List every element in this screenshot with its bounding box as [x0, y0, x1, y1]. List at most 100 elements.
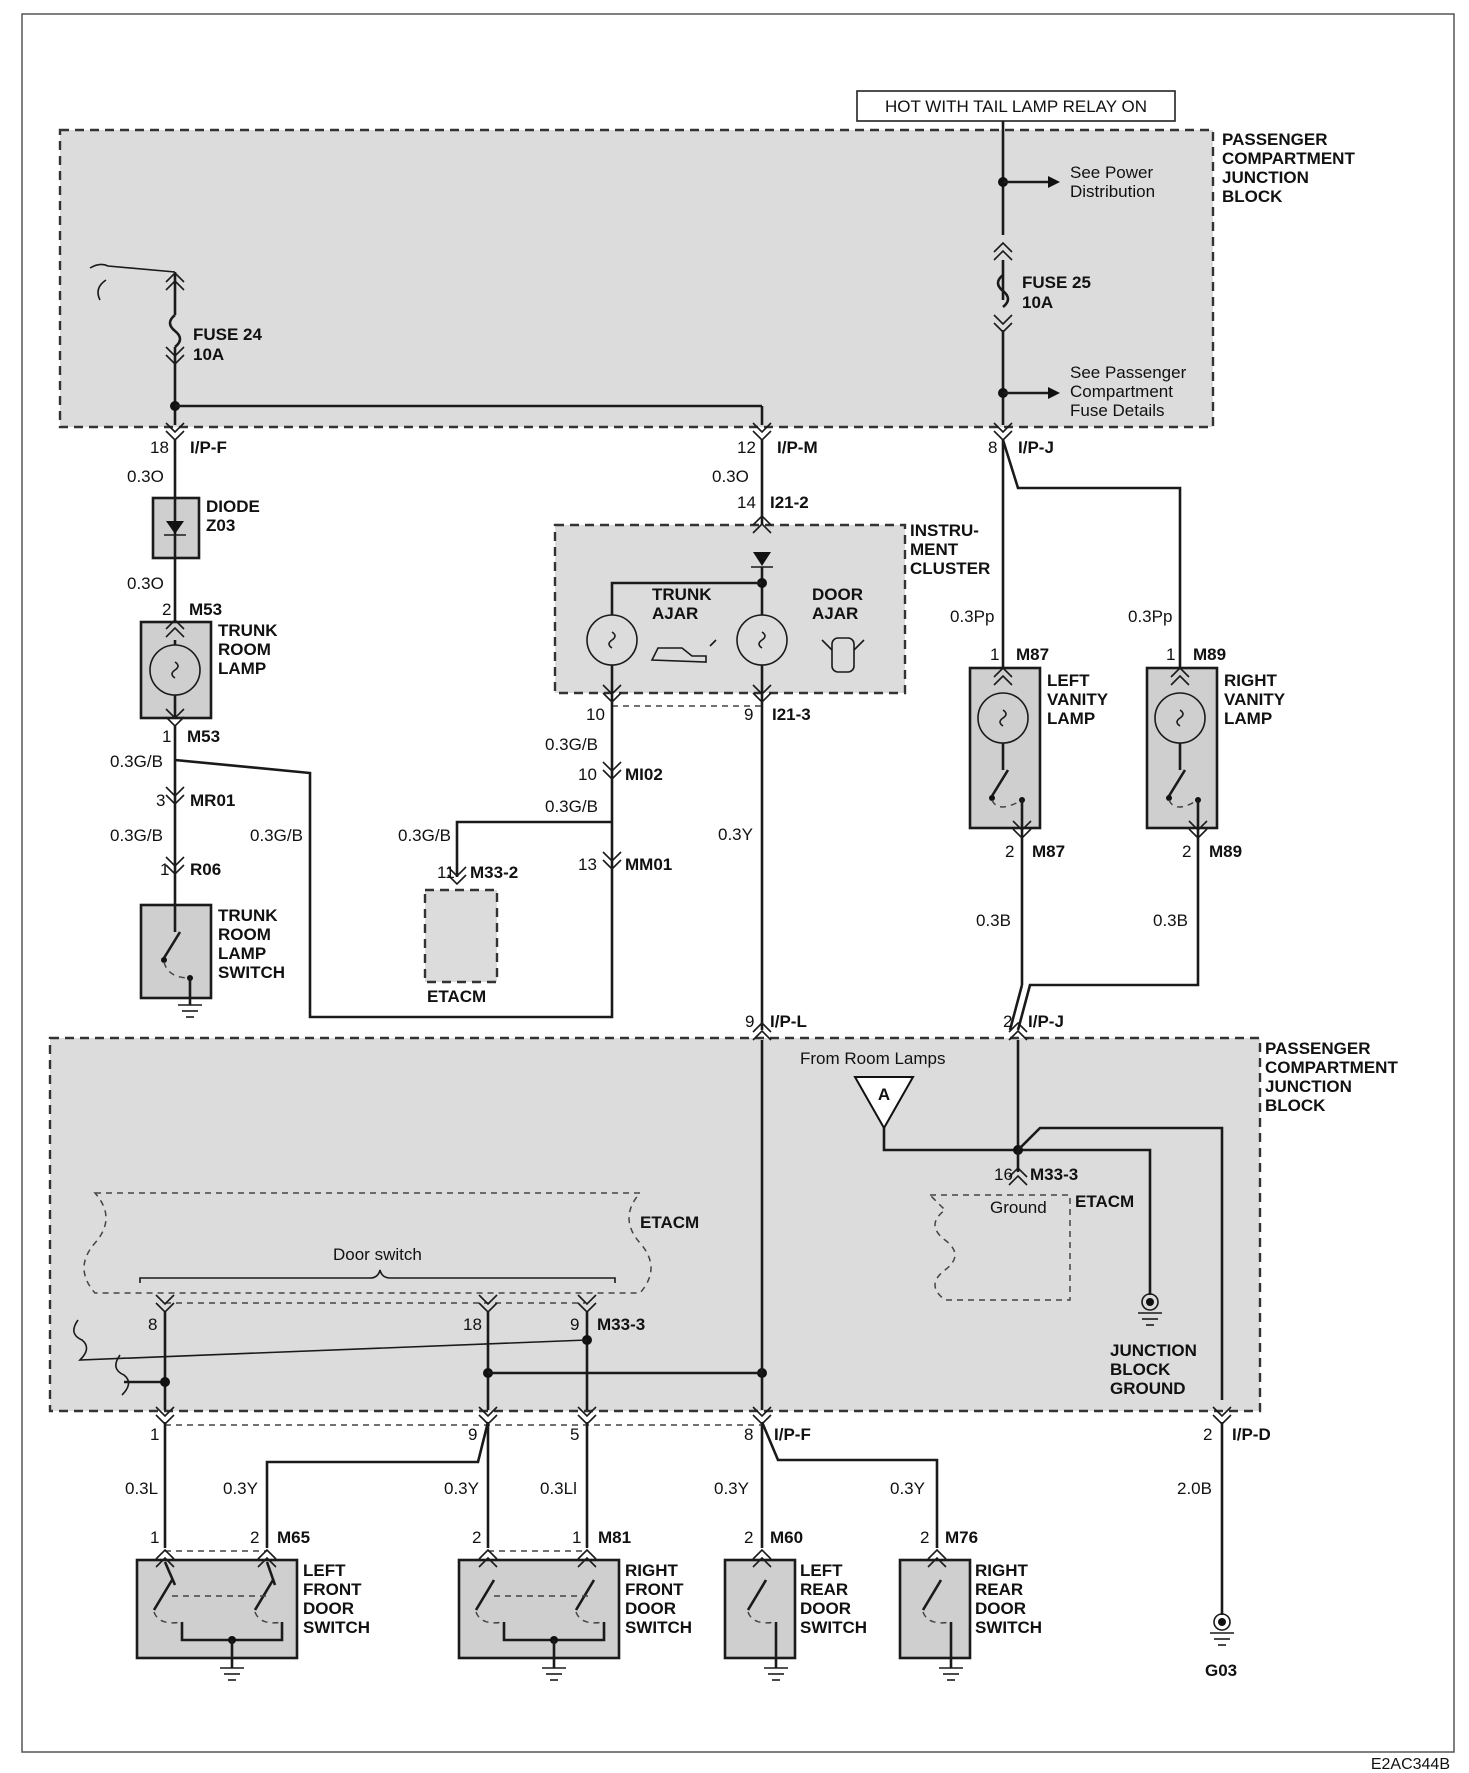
svg-text:I21-3: I21-3	[772, 705, 811, 724]
svg-text:LEFT: LEFT	[303, 1561, 346, 1580]
svg-text:0.3O: 0.3O	[712, 467, 749, 486]
svg-text:1: 1	[150, 1528, 159, 1547]
svg-text:JUNCTION: JUNCTION	[1265, 1077, 1352, 1096]
svg-text:2: 2	[1005, 842, 1014, 861]
svg-text:MENT: MENT	[910, 540, 959, 559]
bottom-junction-block	[48, 1036, 1262, 1413]
svg-text:I/P-M: I/P-M	[777, 438, 818, 457]
svg-text:Compartment: Compartment	[1070, 382, 1173, 401]
svg-text:0.3Y: 0.3Y	[223, 1479, 258, 1498]
svg-text:2: 2	[1203, 1425, 1212, 1444]
svg-text:BLOCK: BLOCK	[1110, 1360, 1171, 1379]
svg-text:SWITCH: SWITCH	[625, 1618, 692, 1637]
svg-text:Distribution: Distribution	[1070, 182, 1155, 201]
svg-text:M87: M87	[1016, 645, 1049, 664]
svg-text:16: 16	[994, 1165, 1013, 1184]
svg-text:0.3Y: 0.3Y	[444, 1479, 479, 1498]
svg-text:M33-3: M33-3	[597, 1315, 645, 1334]
svg-text:M60: M60	[770, 1528, 803, 1547]
svg-text:2: 2	[472, 1528, 481, 1547]
svg-text:LAMP: LAMP	[218, 659, 266, 678]
svg-text:10A: 10A	[1022, 293, 1053, 312]
svg-text:JUNCTION: JUNCTION	[1222, 168, 1309, 187]
svg-text:COMPARTMENT: COMPARTMENT	[1222, 149, 1355, 168]
svg-text:MI02: MI02	[625, 765, 663, 784]
svg-text:0.3L: 0.3L	[125, 1479, 158, 1498]
hot-label: HOT WITH TAIL LAMP RELAY ON	[885, 97, 1147, 116]
svg-text:DOOR: DOOR	[303, 1599, 354, 1618]
svg-text:10: 10	[586, 705, 605, 724]
svg-text:0.3O: 0.3O	[127, 467, 164, 486]
left-vanity-lamp	[968, 666, 1042, 830]
svg-text:SWITCH: SWITCH	[218, 963, 285, 982]
svg-text:M33-3: M33-3	[1030, 1165, 1078, 1184]
svg-text:M89: M89	[1193, 645, 1226, 664]
svg-text:TRUNK: TRUNK	[652, 585, 712, 604]
svg-text:I21-2: I21-2	[770, 493, 809, 512]
svg-text:0.3B: 0.3B	[976, 911, 1011, 930]
svg-text:I/P-F: I/P-F	[774, 1425, 811, 1444]
cluster-label: INSTRU- MENT CLUSTER	[910, 521, 990, 578]
svg-text:12: 12	[737, 438, 756, 457]
svg-text:CLUSTER: CLUSTER	[910, 559, 990, 578]
svg-text:DOOR: DOOR	[812, 585, 863, 604]
svg-text:M81: M81	[598, 1528, 631, 1547]
svg-text:M53: M53	[189, 600, 222, 619]
svg-text:ETACM: ETACM	[640, 1213, 699, 1232]
svg-text:BLOCK: BLOCK	[1265, 1096, 1326, 1115]
svg-text:LEFT: LEFT	[1047, 671, 1090, 690]
svg-text:2: 2	[162, 600, 171, 619]
svg-text:M76: M76	[945, 1528, 978, 1547]
svg-text:1: 1	[150, 1425, 159, 1444]
svg-text:See Power: See Power	[1070, 163, 1153, 182]
svg-text:ROOM: ROOM	[218, 640, 271, 659]
bottom-block-title: PASSENGER COMPARTMENT JUNCTION BLOCK	[1265, 1039, 1398, 1115]
svg-text:2: 2	[250, 1528, 259, 1547]
top-block-title: PASSENGER COMPARTMENT JUNCTION BLOCK	[1222, 130, 1355, 206]
svg-text:R06: R06	[190, 860, 221, 879]
svg-text:See Passenger: See Passenger	[1070, 363, 1187, 382]
svg-text:BLOCK: BLOCK	[1222, 187, 1283, 206]
svg-text:0.3G/B: 0.3G/B	[398, 826, 451, 845]
svg-text:10A: 10A	[193, 345, 224, 364]
svg-text:REAR: REAR	[975, 1580, 1023, 1599]
svg-text:ETACM: ETACM	[427, 987, 486, 1006]
svg-text:0.3Y: 0.3Y	[718, 825, 753, 844]
svg-text:11: 11	[437, 863, 455, 882]
svg-text:COMPARTMENT: COMPARTMENT	[1265, 1058, 1398, 1077]
svg-text:M65: M65	[277, 1528, 310, 1547]
svg-text:18: 18	[463, 1315, 482, 1334]
trunk-ajar-icon	[650, 639, 717, 663]
svg-text:1: 1	[572, 1528, 581, 1547]
svg-text:REAR: REAR	[800, 1580, 848, 1599]
svg-text:1: 1	[162, 727, 171, 746]
svg-text:I/P-D: I/P-D	[1232, 1425, 1271, 1444]
svg-text:Fuse Details: Fuse Details	[1070, 401, 1164, 420]
svg-text:8: 8	[988, 438, 997, 457]
svg-text:DOOR: DOOR	[625, 1599, 676, 1618]
svg-text:M87: M87	[1032, 842, 1065, 861]
left-front-door-switch	[135, 1558, 299, 1660]
svg-text:DOOR: DOOR	[800, 1599, 851, 1618]
svg-text:0.3G/B: 0.3G/B	[250, 826, 303, 845]
door-ajar-icon	[831, 637, 855, 673]
svg-text:0.3G/B: 0.3G/B	[545, 735, 598, 754]
svg-text:0.3G/B: 0.3G/B	[110, 826, 163, 845]
svg-text:ETACM: ETACM	[1075, 1192, 1134, 1211]
svg-text:AJAR: AJAR	[812, 604, 858, 623]
svg-text:TRUNK: TRUNK	[218, 621, 278, 640]
svg-text:M89: M89	[1209, 842, 1242, 861]
svg-text:1: 1	[1166, 645, 1175, 664]
svg-text:M53: M53	[187, 727, 220, 746]
svg-text:2: 2	[744, 1528, 753, 1547]
svg-text:0.3Pp: 0.3Pp	[950, 607, 994, 626]
svg-text:0.3Ll: 0.3Ll	[540, 1479, 577, 1498]
svg-text:SWITCH: SWITCH	[800, 1618, 867, 1637]
fuse24-label: FUSE 24	[193, 325, 263, 344]
svg-text:FRONT: FRONT	[303, 1580, 362, 1599]
svg-text:9: 9	[745, 1012, 754, 1031]
svg-text:3: 3	[156, 791, 165, 810]
svg-text:GROUND: GROUND	[1110, 1379, 1186, 1398]
svg-text:0.3G/B: 0.3G/B	[545, 797, 598, 816]
svg-text:M33-2: M33-2	[470, 863, 518, 882]
